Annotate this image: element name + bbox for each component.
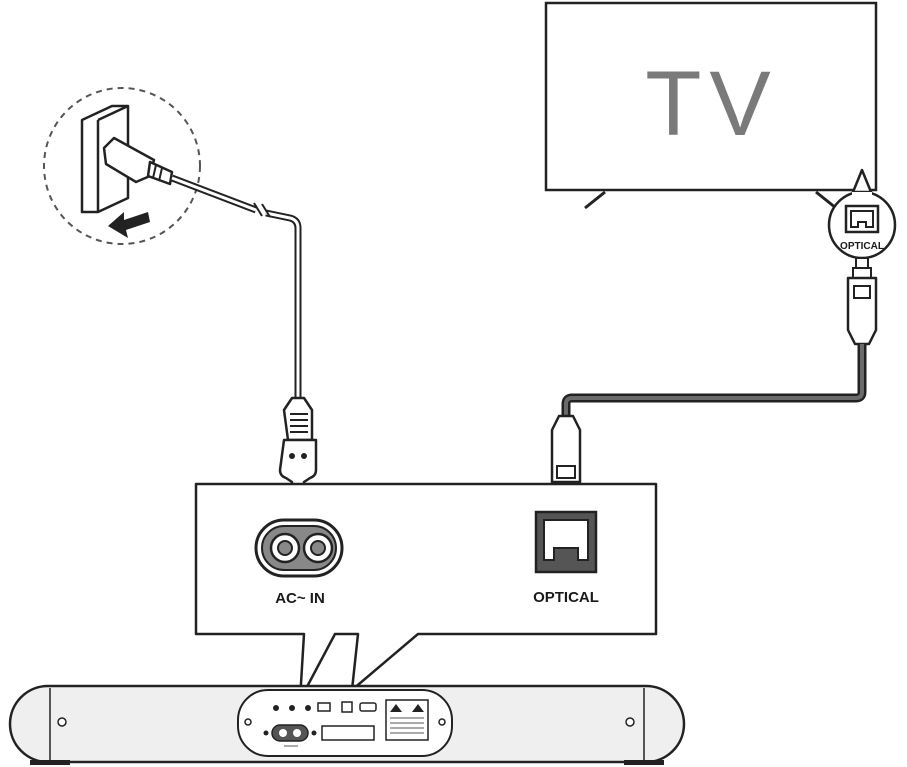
tv-optical-label: OPTICAL bbox=[840, 241, 884, 252]
ac-socket-icon bbox=[254, 518, 344, 578]
zoom-panel: AC~ IN OPTICAL bbox=[194, 482, 658, 702]
power-cable bbox=[170, 174, 318, 496]
ac-in-label: AC~ IN bbox=[275, 590, 325, 607]
optical-label: OPTICAL bbox=[533, 589, 599, 606]
power-plug-icon bbox=[102, 136, 174, 186]
tv-label: TV bbox=[645, 53, 779, 155]
tv-leg-left bbox=[584, 190, 606, 210]
tv: TV bbox=[544, 1, 878, 210]
tv-leg-right bbox=[815, 190, 837, 210]
optical-port-icon bbox=[534, 510, 598, 574]
tv-screen bbox=[544, 1, 878, 192]
optical-cable bbox=[550, 257, 878, 501]
arrow-right-icon bbox=[108, 212, 150, 238]
tv-optical-callout: OPTICAL bbox=[827, 168, 897, 260]
tv-optical-port-icon bbox=[844, 204, 880, 234]
wall-outlet-callout bbox=[43, 87, 201, 245]
soundbar bbox=[8, 684, 686, 765]
